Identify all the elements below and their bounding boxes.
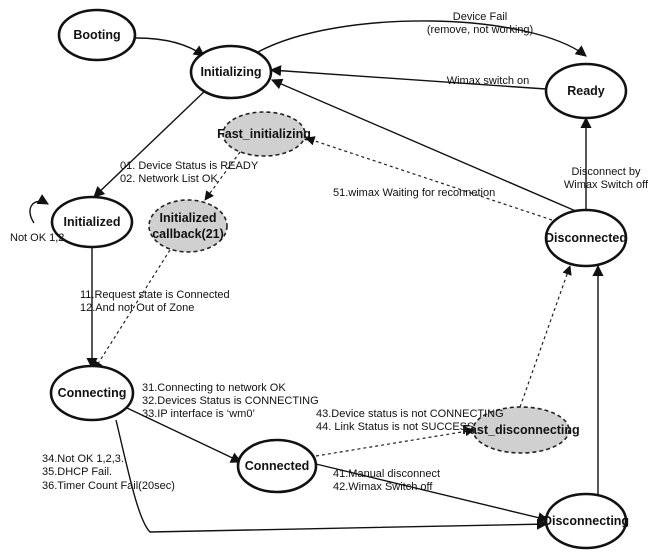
edge-disconnected-fast-initializing (305, 136, 553, 221)
state-disconnecting: Disconnecting (543, 492, 629, 550)
label-wimax-switch-on: Wimax switch on (447, 75, 530, 87)
state-initialized-callback-label-line1: Initialized (160, 211, 217, 225)
state-booting: Booting (57, 8, 137, 62)
state-fast-initializing: Fast_initializing (217, 111, 311, 157)
label-link-lost-line1: 43.Device status is not CONNECTING (316, 408, 504, 420)
state-disconnected-label: Disconnected (545, 231, 627, 245)
label-manual-disconnect-line1: 41.Manual disconnect (333, 468, 440, 480)
edge-initialized-self-loop (29, 194, 49, 224)
edge-connecting-connected (126, 407, 243, 463)
state-disconnecting-label: Disconnecting (543, 514, 629, 528)
label-connecting-ok-line2: 32.Devices Status is CONNECTING (142, 395, 319, 407)
label-device-fail-line2: (remove, not working) (427, 24, 533, 36)
label-waiting-reconnect: 51.wimax Waiting for reconnetion (333, 187, 495, 199)
edge-booting-initializing (135, 37, 205, 57)
label-link-lost-line2: 44. Link Status is not SUCCESS (316, 421, 474, 433)
state-initializing: Initializing (189, 44, 273, 100)
edge-fast-disconnecting-disconnected (519, 265, 572, 408)
label-request-connected-line2: 12.And not Out of Zone (80, 302, 194, 314)
state-fast-initializing-label: Fast_initializing (217, 127, 311, 141)
state-connecting-label: Connecting (58, 386, 127, 400)
state-ready: Ready (544, 62, 628, 120)
edge-connecting-disconnecting (115, 419, 549, 533)
state-ready-label: Ready (567, 84, 605, 98)
state-initialized-callback-label-line2: callback(21) (152, 227, 224, 241)
edge-fast-initializing-callback (204, 151, 241, 201)
state-initialized: Initialized (50, 195, 134, 249)
state-connected-label: Connected (245, 459, 310, 473)
edge-connected-disconnecting (315, 463, 550, 524)
label-manual-disconnect-line2: 42.Wimax Switch off (333, 481, 433, 493)
edge-disconnected-initializing (270, 78, 579, 213)
state-booting-label: Booting (73, 28, 120, 42)
edge-connected-fast-disconnecting (315, 426, 475, 457)
label-connect-fail-line2: 35.DHCP Fail. (42, 466, 112, 478)
state-initialized-callback: Initialized callback(21) (148, 199, 228, 253)
state-initialized-label: Initialized (64, 215, 121, 229)
label-device-fail-line1: Device Fail (453, 11, 507, 23)
state-fast-disconnecting: Fast_disconnecting (462, 406, 580, 454)
label-connect-fail-line3: 36.Timer Count Fail(20sec) (42, 480, 175, 492)
label-connect-fail-line1: 34.Not OK 1,2,3. (42, 453, 124, 465)
label-init-ok-line2: 02. Network List OK (120, 173, 218, 185)
label-request-connected-line1: 11.Request state is Connected (80, 289, 230, 301)
state-connected: Connected (236, 438, 318, 494)
state-disconnected: Disconnected (544, 208, 628, 268)
edge-initializing-initialized (93, 87, 209, 198)
label-init-ok-line1: 01. Device Status is READY (120, 160, 259, 172)
label-not-ok: Not OK 1,2 (10, 232, 64, 244)
label-disconnect-switch-line2: Wimax Switch off (564, 179, 649, 191)
label-connecting-ok-line1: 31.Connecting to network OK (142, 382, 286, 394)
state-connecting: Connecting (49, 364, 135, 422)
state-fast-disconnecting-label: Fast_disconnecting (462, 423, 579, 437)
edge-initializing-ready-device-fail (257, 20, 587, 57)
label-disconnect-switch-line1: Disconnect by (571, 166, 641, 178)
state-initializing-label: Initializing (200, 65, 261, 79)
edge-ready-initializing-switch-on (269, 65, 547, 90)
label-connecting-ok-line3: 33.IP interface is ‘wm0’ (142, 408, 255, 420)
